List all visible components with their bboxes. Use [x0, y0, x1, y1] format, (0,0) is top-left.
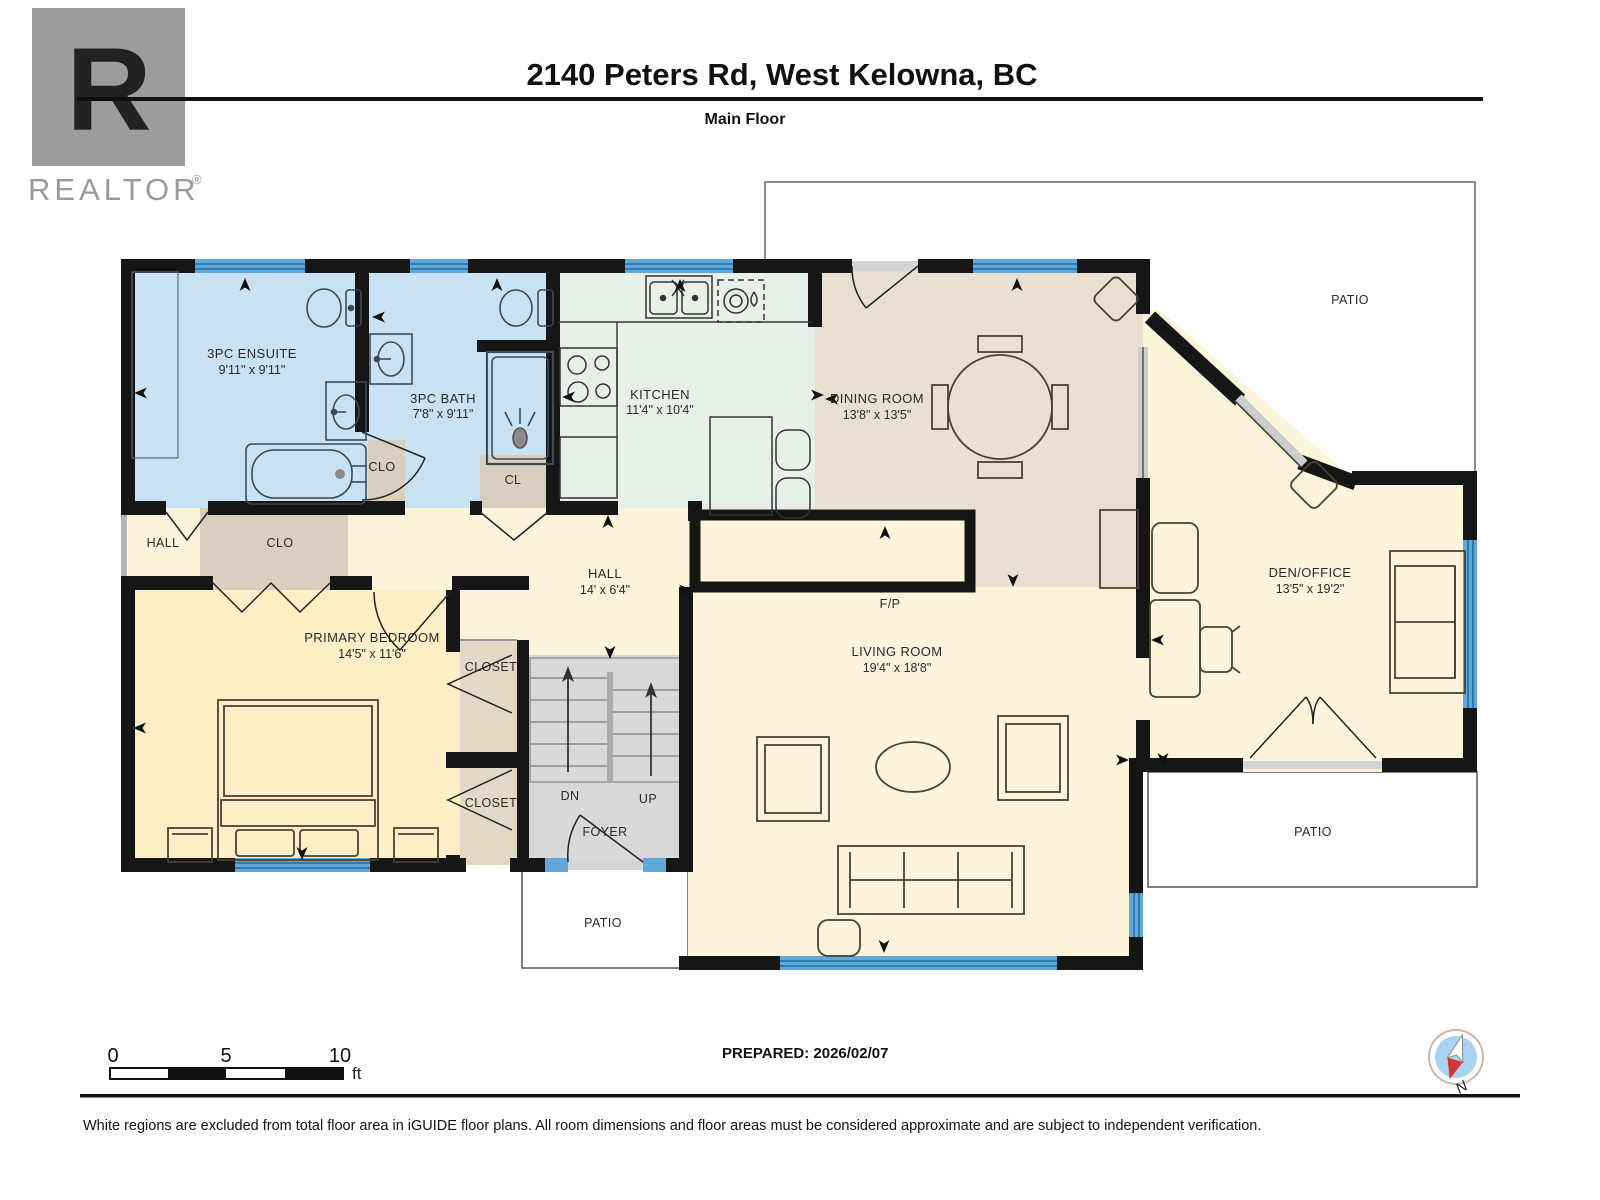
label-clo-hall: CLO — [267, 536, 294, 550]
foyer-floor — [527, 783, 693, 865]
room-ensuite — [128, 266, 362, 508]
den-sofa — [1389, 550, 1466, 694]
nightstand — [393, 827, 439, 863]
footer-divider — [80, 1094, 1520, 1098]
label-closet-upper: CLOSET — [465, 660, 517, 674]
dims-den: 13'5" x 19'2" — [1276, 582, 1345, 596]
coffee-table — [875, 741, 951, 793]
patio-outlines — [521, 181, 1478, 969]
buffet — [1099, 509, 1139, 589]
label-patio-top: PATIO — [1331, 293, 1369, 307]
dims-dining: 13'8" x 13'5" — [843, 408, 912, 422]
label-bath: 3PC BATH — [410, 391, 476, 406]
title-divider — [77, 97, 1483, 101]
ensuite-fixtures — [131, 271, 367, 505]
dims-living: 19'4" x 18'8" — [863, 661, 932, 675]
dims-bedroom: 14'5" x 11'6" — [338, 647, 406, 661]
realtor-wordmark: REALTOR — [28, 172, 200, 207]
fridge — [559, 436, 618, 499]
dims-kitchen: 11'4" x 10'4" — [626, 403, 694, 417]
floor-label: Main Floor — [705, 111, 786, 128]
label-den: DEN/OFFICE — [1269, 565, 1352, 580]
footer-disclaimer: White regions are excluded from total fl… — [83, 1118, 1261, 1134]
nightstand — [167, 827, 213, 863]
label-cl: CL — [505, 473, 522, 487]
label-foyer: FOYER — [582, 825, 627, 839]
room-den — [1143, 310, 1470, 772]
plant — [1290, 461, 1338, 509]
desk-chair — [1199, 626, 1233, 673]
armchair — [756, 736, 830, 822]
door-sills — [568, 261, 1382, 870]
bed — [217, 699, 379, 861]
dims-hall: 14' x 6'4" — [580, 583, 630, 597]
armchair — [997, 715, 1069, 801]
doors — [165, 265, 1377, 863]
living-furniture — [756, 715, 1069, 957]
pillow — [235, 829, 295, 857]
kitchen-sink — [645, 275, 713, 319]
diagonal-slider-door — [1234, 394, 1308, 468]
label-up: UP — [639, 792, 657, 806]
page-title: 2140 Peters Rd, West Kelowna, BC — [526, 57, 1037, 92]
label-dn: DN — [561, 789, 580, 803]
label-ensuite: 3PC ENSUITE — [207, 346, 297, 361]
label-fireplace: F/P — [880, 597, 901, 611]
label-clo-bath: CLO — [369, 460, 396, 474]
dims-bath: 7'8" x 9'11" — [413, 407, 474, 421]
island — [709, 416, 773, 516]
label-hall-small: HALL — [147, 536, 180, 550]
fireplace — [689, 509, 976, 593]
dining-furniture — [931, 276, 1139, 589]
realtor-logo-letter: R — [66, 24, 151, 156]
label-living: LIVING ROOM — [851, 644, 942, 659]
side-table — [817, 919, 861, 957]
kitchen-fixtures — [558, 275, 813, 519]
den-furniture — [1149, 461, 1466, 698]
room-fills — [128, 266, 1470, 963]
bath-fixtures — [369, 289, 555, 466]
realtor-logo: R REALTOR ® — [28, 8, 202, 207]
dishwasher — [717, 279, 765, 323]
label-dining: DINING ROOM — [830, 391, 924, 406]
closet-lower — [460, 765, 523, 865]
label-kitchen: KITCHEN — [630, 387, 690, 402]
stool — [775, 477, 811, 519]
dims-ensuite: 9'11" x 9'11" — [219, 363, 286, 377]
scale-10: 10 — [329, 1045, 351, 1067]
sofa — [837, 845, 1025, 915]
scale-unit: ft — [352, 1064, 362, 1083]
room-bedroom — [128, 590, 460, 865]
stool — [775, 429, 811, 471]
windows — [195, 259, 1477, 970]
closet-upper — [460, 640, 523, 762]
plant — [1093, 276, 1139, 322]
scale-bar: 0 5 10 ft — [107, 1045, 361, 1083]
closet-bath — [368, 440, 405, 508]
bedroom-furniture — [167, 699, 439, 863]
label-closet-lower: CLOSET — [465, 796, 517, 810]
pillow — [299, 829, 359, 857]
stove — [559, 347, 618, 407]
label-patio-front: PATIO — [584, 916, 622, 930]
label-bedroom: PRIMARY BEDROOM — [304, 630, 440, 645]
scale-0: 0 — [107, 1045, 118, 1067]
label-hall: HALL — [588, 566, 622, 581]
compass-icon: N — [1428, 1029, 1484, 1098]
prepared-date: PREPARED: 2026/02/07 — [722, 1045, 888, 1062]
closet-hall — [200, 508, 348, 590]
label-patio-right: PATIO — [1294, 825, 1332, 839]
cabinet — [1151, 522, 1199, 594]
scale-5: 5 — [220, 1045, 231, 1067]
registered-icon: ® — [192, 172, 202, 187]
